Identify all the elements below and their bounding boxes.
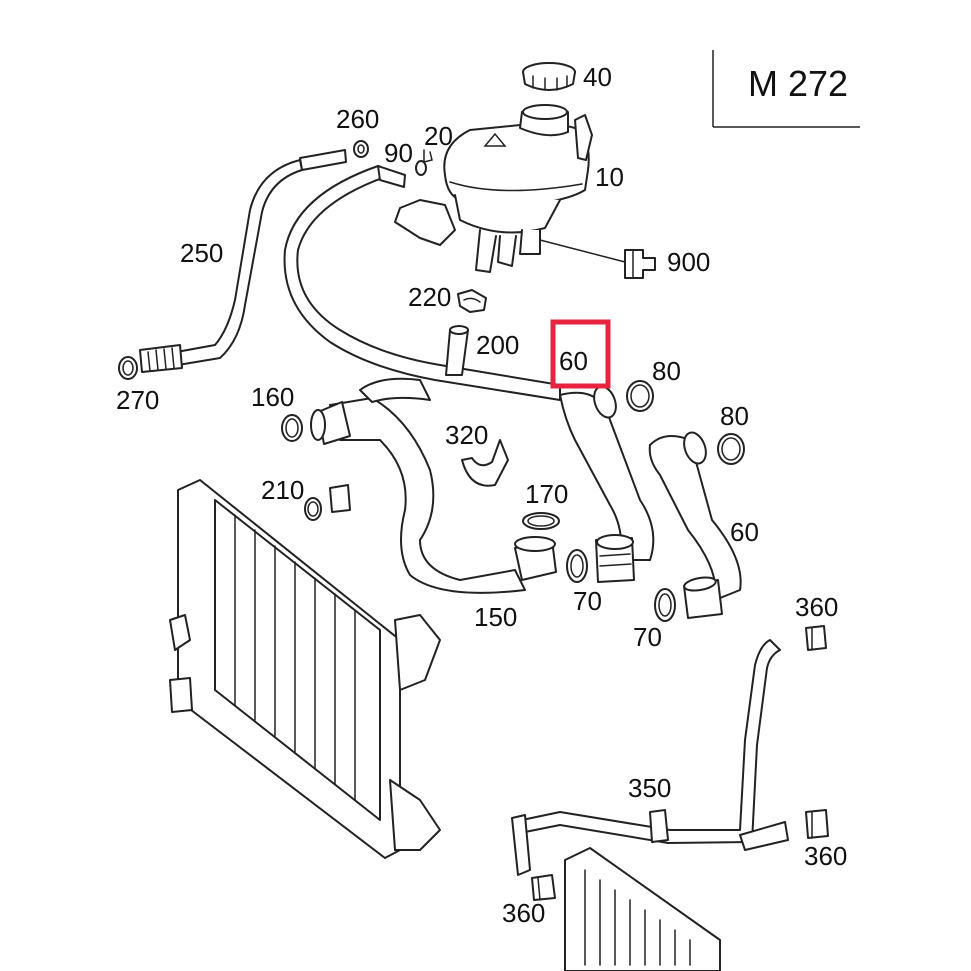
callout-20: 20 bbox=[424, 121, 453, 151]
callout-10: 10 bbox=[595, 162, 624, 192]
callout-360-b: 360 bbox=[804, 841, 847, 871]
part-210-oring[interactable] bbox=[304, 497, 322, 521]
callout-320: 320 bbox=[445, 420, 488, 450]
radiator bbox=[169, 479, 441, 859]
part-90-washer[interactable] bbox=[415, 160, 427, 176]
callout-40: 40 bbox=[583, 62, 612, 92]
callout-90: 90 bbox=[384, 138, 413, 168]
auxiliary-cooler bbox=[564, 847, 721, 971]
part-70-oring-b[interactable] bbox=[654, 588, 676, 622]
part-270-oring[interactable] bbox=[118, 356, 138, 380]
callout-70-b: 70 bbox=[633, 622, 662, 652]
part-220-clamp[interactable] bbox=[457, 289, 487, 313]
callout-260: 260 bbox=[336, 104, 379, 134]
callout-350: 350 bbox=[628, 773, 671, 803]
engine-code: M 272 bbox=[748, 63, 848, 104]
part-60-lower-hose[interactable] bbox=[648, 430, 742, 619]
callout-250: 250 bbox=[180, 238, 223, 268]
part-60-upper-hose[interactable] bbox=[559, 384, 655, 583]
highlight-box bbox=[550, 319, 611, 389]
callout-170: 170 bbox=[525, 479, 568, 509]
part-360-clip-c[interactable] bbox=[531, 874, 556, 901]
part-200-hose[interactable] bbox=[445, 325, 469, 376]
part-170-seal[interactable] bbox=[522, 512, 560, 530]
engine-code-box: M 272 bbox=[712, 50, 860, 128]
callout-220: 220 bbox=[408, 282, 451, 312]
callout-270: 270 bbox=[116, 385, 159, 415]
part-360-clip-b[interactable] bbox=[805, 809, 829, 839]
callout-210: 210 bbox=[261, 475, 304, 505]
part-150-radiator-hose[interactable] bbox=[310, 377, 557, 594]
callout-360-c: 360 bbox=[502, 898, 545, 928]
part-250-bleed-hose[interactable] bbox=[139, 149, 347, 373]
callout-60-top: 60 bbox=[559, 346, 588, 376]
callout-70-a: 70 bbox=[573, 586, 602, 616]
callout-900: 900 bbox=[667, 247, 710, 277]
part-70-oring-a[interactable] bbox=[566, 549, 588, 583]
vent-hose[interactable] bbox=[283, 165, 561, 401]
callout-150: 150 bbox=[474, 602, 517, 632]
part-20-clip[interactable] bbox=[423, 149, 433, 163]
part-80-oring-a[interactable] bbox=[626, 380, 654, 412]
part-350-pipe[interactable] bbox=[511, 639, 789, 876]
callout-80-a: 80 bbox=[652, 356, 681, 386]
part-40-cap[interactable] bbox=[522, 62, 576, 91]
part-80-oring-b[interactable] bbox=[717, 433, 745, 465]
part-260-washer[interactable] bbox=[353, 140, 369, 158]
part-160-oring[interactable] bbox=[281, 414, 303, 442]
part-10-expansion-tank[interactable] bbox=[394, 104, 626, 273]
callout-labels: 40 260 20 90 10 250 900 220 200 60 80 80… bbox=[116, 62, 847, 928]
part-320-bracket[interactable] bbox=[461, 439, 509, 487]
callout-80-b: 80 bbox=[720, 401, 749, 431]
callout-60-right: 60 bbox=[730, 517, 759, 547]
part-360-clip-a[interactable] bbox=[805, 625, 827, 651]
callout-360-a: 360 bbox=[795, 592, 838, 622]
callout-200: 200 bbox=[476, 330, 519, 360]
part-900-sensor[interactable] bbox=[624, 249, 656, 279]
callout-160: 160 bbox=[251, 382, 294, 412]
